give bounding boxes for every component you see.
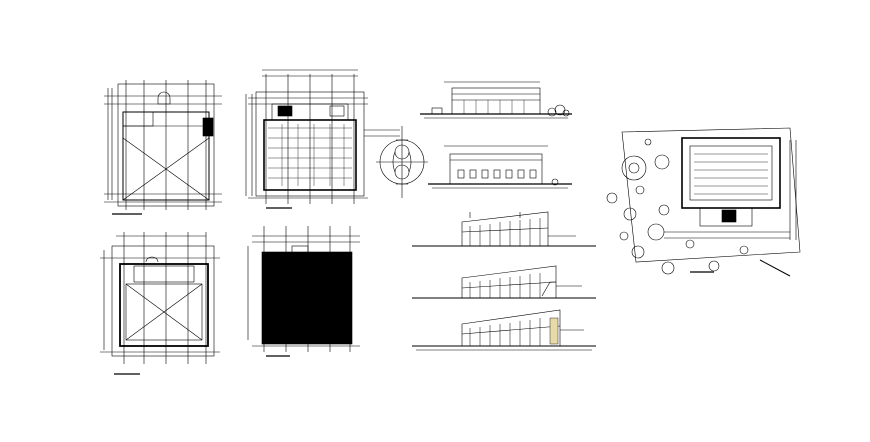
section-1 (412, 211, 596, 247)
site-plan (606, 127, 801, 277)
roof-plan (247, 226, 360, 357)
plan-upper-left (104, 80, 222, 215)
section-3 (412, 309, 596, 351)
site-trees (606, 138, 749, 275)
plan-lower-left (100, 232, 220, 375)
plan-upper-second (245, 69, 400, 209)
elevation-side (428, 145, 572, 189)
elevation-front (420, 81, 572, 119)
section-2 (412, 265, 596, 299)
pool-detail (376, 126, 428, 198)
